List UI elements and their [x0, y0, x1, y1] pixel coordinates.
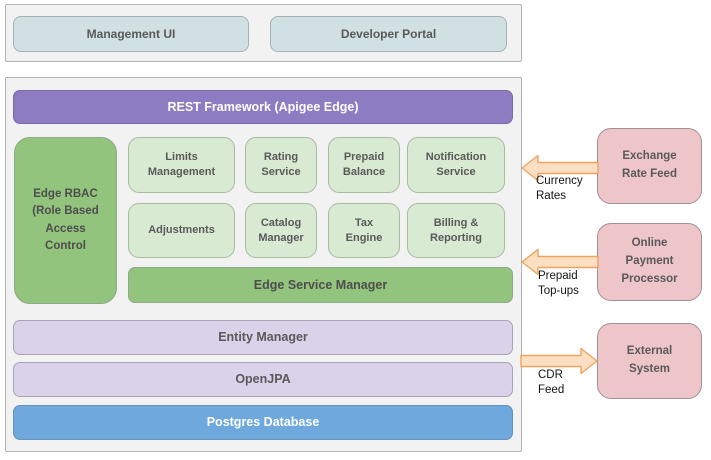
service-box-tax-engine: Tax Engine: [328, 203, 400, 258]
cdr-feed-arrow-right-icon: [520, 347, 598, 375]
management-ui-box: Management UI: [13, 16, 249, 52]
service-box-rating-service: Rating Service: [245, 137, 317, 193]
developer-portal-box: Developer Portal: [270, 16, 507, 52]
service-box-billing-reporting: Billing & Reporting: [407, 203, 505, 258]
service-box-limits-management: Limits Management: [128, 137, 235, 193]
service-box-notification-service: Notification Service: [407, 137, 505, 193]
service-box-adjustments: Adjustments: [128, 203, 235, 258]
postgres-database-bar: Postgres Database: [13, 405, 513, 440]
prepaid-topups-arrow-left-icon: [521, 248, 599, 276]
service-box-catalog-manager: Catalog Manager: [245, 203, 317, 258]
edge-service-manager-bar: Edge Service Manager: [128, 267, 513, 303]
currency-rates-flow-label: Currency Rates: [536, 175, 583, 202]
external-box-online-payment-processor: Online Payment Processor: [597, 223, 702, 301]
entity-manager-bar: Entity Manager: [13, 320, 513, 355]
rest-framework-bar: REST Framework (Apigee Edge): [13, 90, 513, 124]
currency-rates-arrow-left-icon: [521, 154, 599, 182]
prepaid-topups-flow-label: Prepaid Top-ups: [538, 270, 579, 297]
service-box-prepaid-balance: Prepaid Balance: [328, 137, 400, 193]
external-box-exchange-rate-feed: Exchange Rate Feed: [597, 128, 702, 204]
edge-rbac-box: Edge RBAC (Role Based Access Control: [14, 137, 117, 304]
cdr-feed-flow-label: CDR Feed: [538, 369, 565, 396]
external-box-external-system: External System: [597, 323, 702, 399]
openjpa-bar: OpenJPA: [13, 362, 513, 397]
